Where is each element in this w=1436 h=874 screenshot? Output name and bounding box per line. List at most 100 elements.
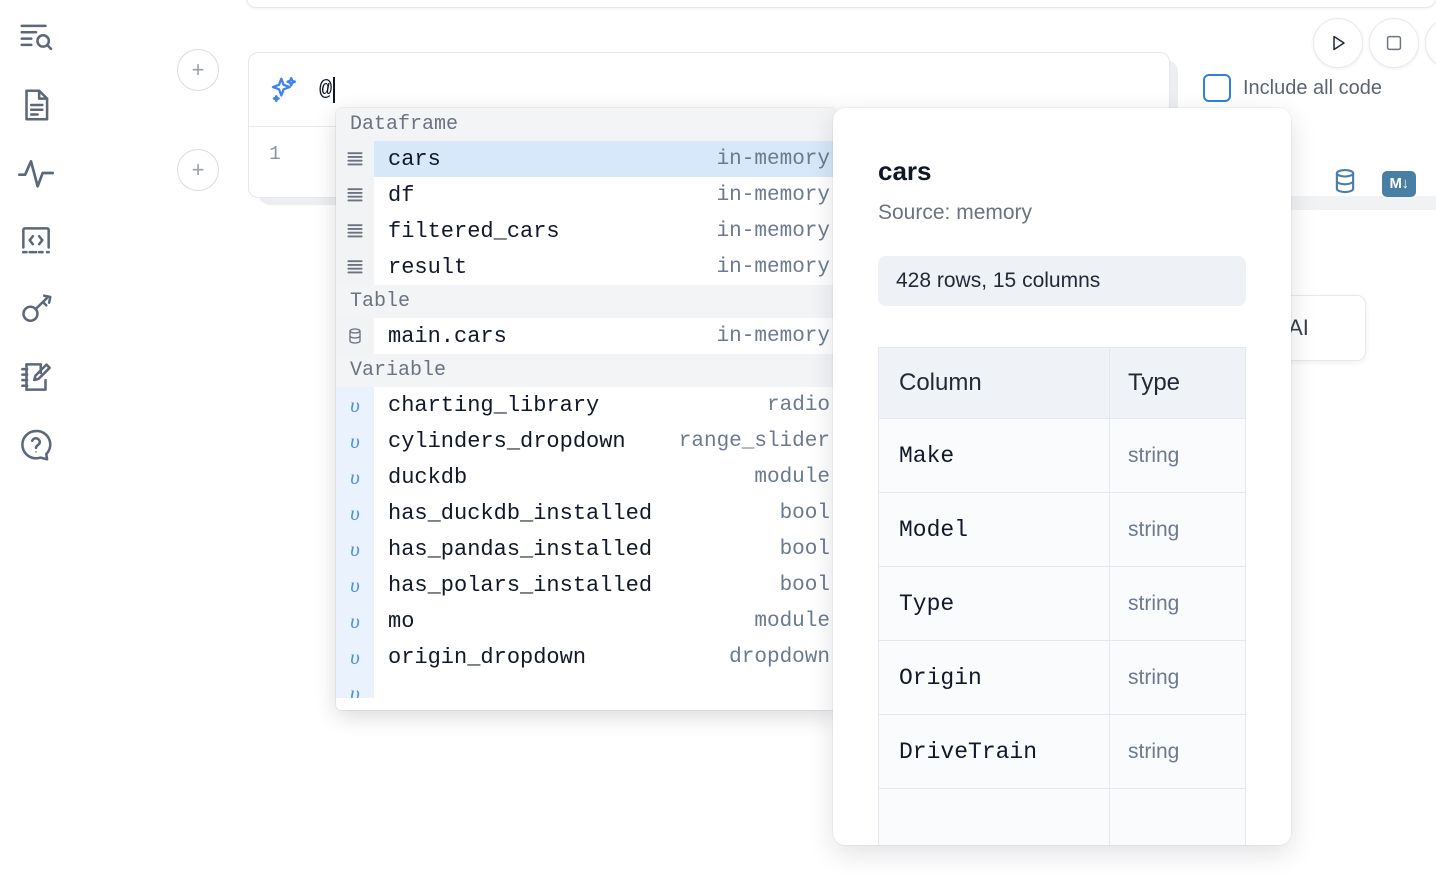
markdown-icon[interactable]: M↓ (1382, 170, 1416, 197)
schema-column-name: Make (899, 442, 955, 469)
dataframe-icon (336, 141, 374, 177)
table-row: Make string (878, 419, 1246, 493)
autocomplete-item[interactable]: df in-memory (336, 177, 836, 213)
stop-button[interactable] (1369, 18, 1419, 68)
schema-column-type: string (1128, 517, 1180, 541)
autocomplete-item[interactable]: filtered_cars in-memory (336, 213, 836, 249)
add-cell-below-button[interactable]: + (177, 149, 219, 191)
variable-icon: υ (336, 387, 374, 423)
column-header-column: Column (878, 347, 1110, 419)
autocomplete-item-meta: in-memory (716, 183, 830, 207)
run-button[interactable] (1313, 18, 1363, 68)
plus-icon: + (191, 157, 205, 182)
autocomplete-item-meta: in-memory (716, 219, 830, 243)
activity-pulse-icon[interactable] (13, 150, 59, 196)
variable-icon: υ (336, 459, 374, 495)
variable-icon: υ (336, 567, 374, 603)
autocomplete-section-header: Variable (336, 354, 836, 387)
key-secrets-icon[interactable] (13, 286, 59, 332)
variable-icon: υ (336, 423, 374, 459)
column-header-type: Type (1110, 347, 1246, 419)
autocomplete-section-header: Table (336, 285, 836, 318)
detail-source: Source: memory (878, 201, 1033, 224)
autocomplete-item-meta: in-memory (716, 255, 830, 279)
table-database-icon (336, 318, 374, 354)
dataframe-icon (336, 213, 374, 249)
autocomplete-item[interactable]: υ has_duckdb_installed bool (336, 495, 836, 531)
autocomplete-item-label: main.cars (388, 323, 507, 349)
previous-cell-card (246, 0, 1436, 8)
notebook-edit-icon[interactable] (13, 354, 59, 400)
autocomplete-item-label: charting_library (388, 392, 600, 418)
cell-type-icons: M↓ (1330, 166, 1416, 201)
autocomplete-item-label: origin_dropdown (388, 644, 587, 670)
autocomplete-item-label: duckdb (388, 464, 468, 490)
variable-icon: υ (336, 495, 374, 531)
autocomplete-item-meta: dropdown (729, 645, 830, 669)
autocomplete-item-label: cars (388, 146, 441, 172)
autocomplete-item[interactable]: υ cylinders_dropdown range_slider (336, 423, 836, 459)
ai-prompt-input[interactable]: @ (319, 73, 1169, 107)
left-icon-rail (0, 0, 72, 874)
schema-column-name: Model (899, 516, 969, 543)
autocomplete-item-meta: bool (779, 537, 830, 561)
schema-column-name: Origin (899, 664, 982, 691)
autocomplete-item-meta: bool (779, 573, 830, 597)
variable-icon: υ (336, 603, 374, 639)
include-all-code-label: Include all code (1243, 76, 1382, 99)
line-number: 1 (269, 143, 281, 165)
schema-column-type: string (1128, 739, 1180, 763)
autocomplete-item-label: result (388, 254, 468, 280)
plus-icon: + (191, 57, 205, 82)
table-row: Model string (878, 493, 1246, 567)
autocomplete-item-meta: module (754, 465, 830, 489)
outline-search-icon[interactable] (13, 14, 59, 60)
help-chat-icon[interactable] (13, 422, 59, 468)
autocomplete-item-label: cylinders_dropdown (388, 428, 626, 454)
file-document-icon[interactable] (13, 82, 59, 128)
autocomplete-item-meta: bool (779, 501, 830, 525)
autocomplete-item-label: has_duckdb_installed (388, 500, 653, 526)
autocomplete-item-label: df (388, 182, 415, 208)
autocomplete-item[interactable]: υ has_polars_installed bool (336, 567, 836, 603)
autocomplete-item-meta: range_slider (678, 429, 830, 453)
include-all-code-checkbox[interactable] (1203, 74, 1231, 102)
autocomplete-item-meta: in-memory (706, 147, 830, 171)
code-editor-row[interactable]: 1 (249, 127, 1169, 197)
sparkle-ai-icon (267, 73, 301, 107)
more-actions-button[interactable] (1425, 18, 1436, 68)
schema-column-type: string (1128, 665, 1180, 689)
autocomplete-clip-edge (336, 698, 836, 710)
autocomplete-item-label: has_polars_installed (388, 572, 653, 598)
dataframe-icon (336, 249, 374, 285)
table-row: Origin string (878, 641, 1246, 715)
code-snippets-icon[interactable] (13, 218, 59, 264)
autocomplete-item[interactable]: result in-memory (336, 249, 836, 285)
ai-prompt-value: @ (319, 77, 333, 102)
autocomplete-item-meta: module (754, 609, 830, 633)
text-caret (333, 76, 336, 103)
autocomplete-item-label: mo (388, 608, 415, 634)
variable-icon: υ (336, 531, 374, 567)
dataframe-icon (336, 177, 374, 213)
include-all-code-toggle[interactable]: Include all code (1203, 74, 1382, 102)
database-icon[interactable] (1330, 166, 1360, 201)
add-cell-above-button[interactable]: + (177, 49, 219, 91)
detail-title: cars (878, 156, 932, 186)
table-row (878, 789, 1246, 845)
autocomplete-item[interactable]: cars in-memory (336, 141, 836, 177)
autocomplete-item-label: filtered_cars (388, 218, 560, 244)
schema-column-name: Type (899, 590, 955, 617)
autocomplete-section-header: Dataframe (336, 108, 836, 141)
detail-shape-badge: 428 rows, 15 columns (878, 256, 1246, 306)
schema-column-type: string (1128, 443, 1180, 467)
